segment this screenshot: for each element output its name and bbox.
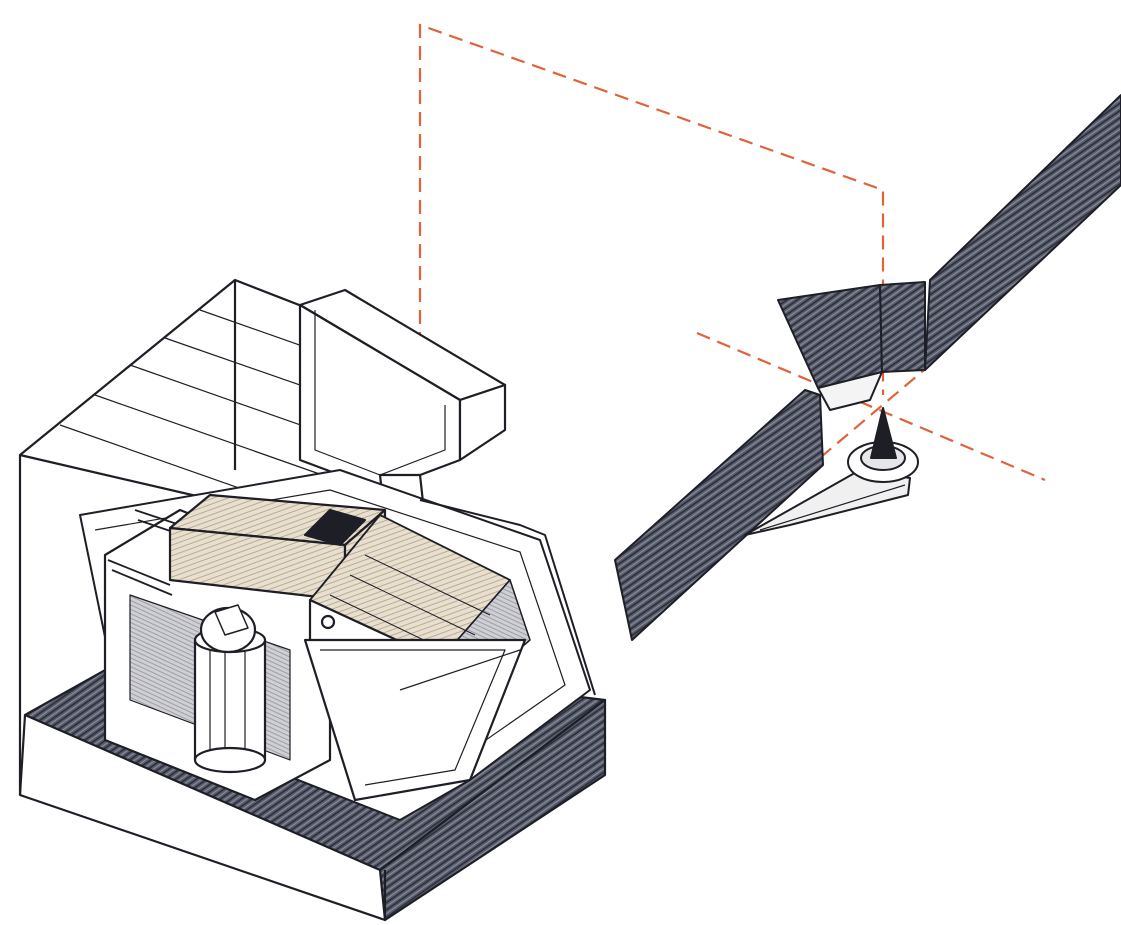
base-plate-side xyxy=(378,698,607,922)
coil-block xyxy=(303,508,367,547)
outer-rail xyxy=(419,499,596,696)
groove-wall-lower xyxy=(614,389,824,641)
groove-floor xyxy=(817,371,883,411)
groove-flank-right xyxy=(879,281,926,373)
cartridge-housing xyxy=(18,278,607,922)
adjust-knob xyxy=(199,604,257,654)
record-groove xyxy=(614,94,1121,641)
cantilever xyxy=(744,469,911,536)
pivot-cylinder xyxy=(193,626,267,774)
groove-wall-upper xyxy=(924,94,1121,371)
screw-hole xyxy=(320,614,336,630)
stylus-tip xyxy=(870,407,897,459)
horizontal-axis-line xyxy=(696,331,1046,482)
groove-flank-left xyxy=(777,284,883,389)
lower-support xyxy=(303,638,527,802)
stylus-assembly xyxy=(744,407,919,536)
